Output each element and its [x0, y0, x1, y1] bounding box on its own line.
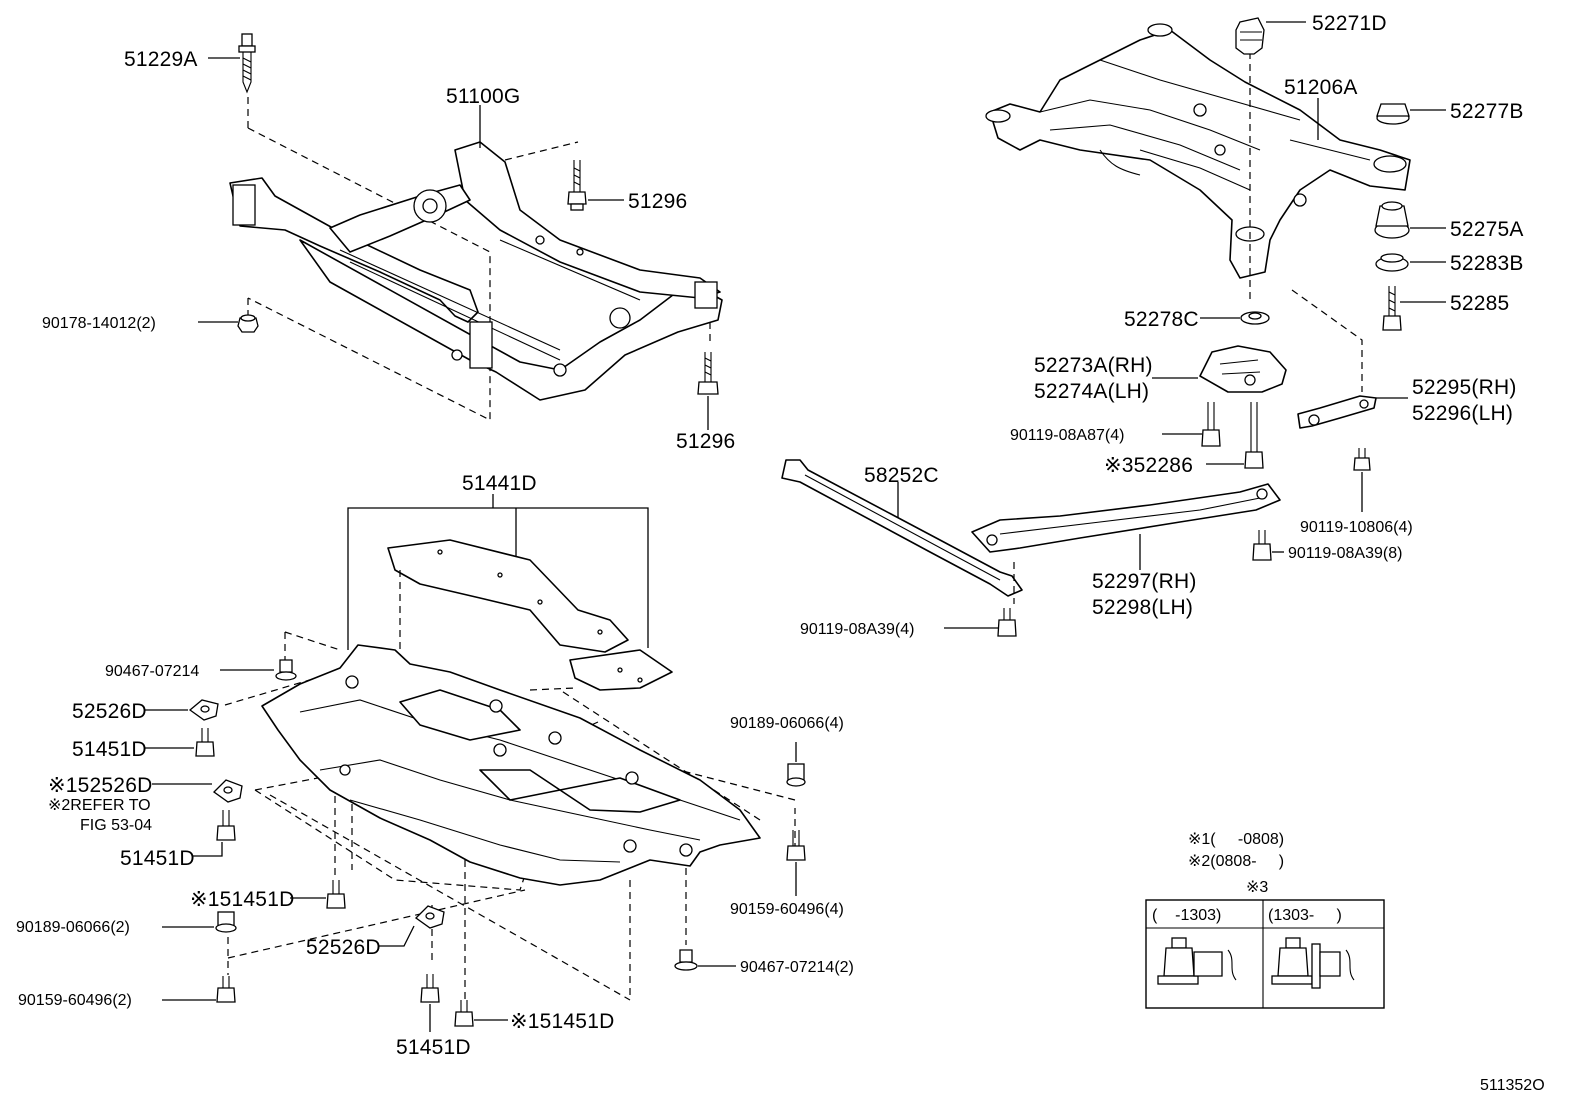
legend-box	[1145, 899, 1385, 1009]
bolt-51451D-b-icon	[216, 810, 236, 841]
label-52271D: 52271D	[1312, 12, 1387, 35]
label-51451D-c: ※151451D	[190, 888, 294, 911]
label-52526D-c: 52526D	[306, 936, 381, 959]
label-90189-06066-left: 90189-06066(2)	[16, 919, 130, 936]
figure-id: 511352O	[1480, 1077, 1545, 1094]
label-51451D-a: 51451D	[72, 738, 147, 761]
label-52275A: 52275A	[1450, 218, 1524, 241]
bolt-52286-icon	[1244, 402, 1264, 469]
label-51451D-d: 51451D	[396, 1036, 471, 1059]
label-52526D-a: 52526D	[72, 700, 147, 723]
brace-52297-icon	[971, 483, 1281, 604]
label-90119-08A39-8: 90119-08A39(8)	[1288, 545, 1402, 562]
label-52295-RH: 52295(RH)	[1412, 376, 1517, 399]
label-90159-60496-left: 90159-60496(2)	[18, 992, 132, 1009]
nut-52526D-a-icon	[188, 699, 219, 721]
label-90119-08A39-4: 90119-08A39(4)	[800, 621, 914, 638]
label-90159-60496-right: 90159-60496(4)	[730, 901, 844, 918]
under-cover-drawing	[224, 494, 796, 1001]
label-90119-08A87: 90119-08A87(4)	[1010, 427, 1124, 444]
bolt-51451D-e-icon	[454, 1000, 474, 1027]
label-51296-upper: 51296	[628, 190, 687, 213]
label-51206A: 51206A	[1284, 76, 1358, 99]
legend-note-2: ※2(0808- )	[1188, 853, 1284, 870]
legend-col-old: ( -1303)	[1152, 907, 1221, 924]
brace-58252C-icon	[781, 459, 1023, 597]
washer-52283B-icon	[1375, 253, 1409, 272]
label-90178-14012: 90178-14012(2)	[42, 315, 156, 332]
label-refer-to: ※2REFER TO	[48, 797, 151, 814]
arm-52295-icon	[1297, 395, 1377, 429]
bolt-51451D-a-icon	[195, 728, 215, 757]
label-52278C: 52278C	[1124, 308, 1199, 331]
label-51451D-e: ※151451D	[510, 1010, 614, 1033]
bolt-51296-upper-icon	[567, 160, 587, 211]
nut-52526D-b-icon	[212, 779, 243, 803]
label-52277B: 52277B	[1450, 100, 1524, 123]
front-crossmember-drawing	[229, 95, 723, 421]
label-52283B: 52283B	[1450, 252, 1524, 275]
bolt-90119-08A39-4-icon	[997, 608, 1017, 637]
cushion-52275A-icon	[1374, 201, 1410, 239]
bolt-90159-left-icon	[216, 976, 236, 1003]
bolt-90119-08A39-8-icon	[1252, 530, 1272, 561]
legend-col-new: (1303- )	[1268, 907, 1342, 924]
bracket-52273A-icon	[1199, 345, 1287, 393]
label-52285: 52285	[1450, 292, 1509, 315]
clip-90467-left-icon	[275, 659, 297, 681]
label-52274A-LH: 52274A(LH)	[1034, 380, 1149, 403]
washer-52277B-icon	[1376, 103, 1410, 125]
label-51296-lower: 51296	[676, 430, 735, 453]
clip-90467-right-icon	[674, 949, 698, 971]
label-52296-LH: 52296(LH)	[1412, 402, 1513, 425]
label-51441D: 51441D	[462, 472, 537, 495]
label-group: 51229A 51100G 51296 51296 90178-14012(2)…	[16, 12, 1545, 1094]
bolt-51451D-c-icon	[326, 880, 346, 909]
label-52298-LH: 52298(LH)	[1092, 596, 1193, 619]
label-51229A: 51229A	[124, 48, 198, 71]
collar-90189-left-icon	[215, 911, 237, 933]
label-90467-07214-left: 90467-07214	[105, 663, 199, 680]
label-90119-10806: 90119-10806(4)	[1300, 519, 1413, 536]
label-52273A-RH: 52273A(RH)	[1034, 354, 1153, 377]
bolt-51451D-d-icon	[420, 974, 440, 1003]
rear-crossmember-drawing	[985, 23, 1411, 392]
legend-note-1: ※1( -0808)	[1188, 831, 1284, 848]
label-fig-53-04: FIG 53-04	[80, 817, 152, 834]
label-52526D-b: ※152526D	[48, 774, 152, 797]
collar-90189-right-icon	[786, 763, 806, 787]
legend-note-3: ※3	[1246, 879, 1268, 896]
label-51100G: 51100G	[446, 85, 520, 108]
label-58252C: 58252C	[864, 464, 939, 487]
bolt-51229A-icon	[238, 33, 256, 94]
stopper-52271D-icon	[1235, 17, 1265, 55]
washer-52278C-icon	[1240, 311, 1270, 325]
bolt-90159-right-icon	[786, 830, 806, 861]
label-51451D-b: 51451D	[120, 847, 195, 870]
bolt-52285-icon	[1382, 286, 1402, 331]
bolt-51296-lower-icon	[697, 352, 719, 395]
label-52297-RH: 52297(RH)	[1092, 570, 1197, 593]
bolt-90119-10806-icon	[1353, 448, 1371, 471]
label-90467-07214-right: 90467-07214(2)	[740, 959, 854, 976]
label-52286: ※352286	[1104, 454, 1193, 477]
nut-52526D-c-icon	[414, 905, 445, 929]
bolt-90119-08A87-icon	[1201, 402, 1221, 447]
nut-90178-icon	[237, 314, 259, 333]
label-90189-06066-right: 90189-06066(4)	[730, 715, 844, 732]
